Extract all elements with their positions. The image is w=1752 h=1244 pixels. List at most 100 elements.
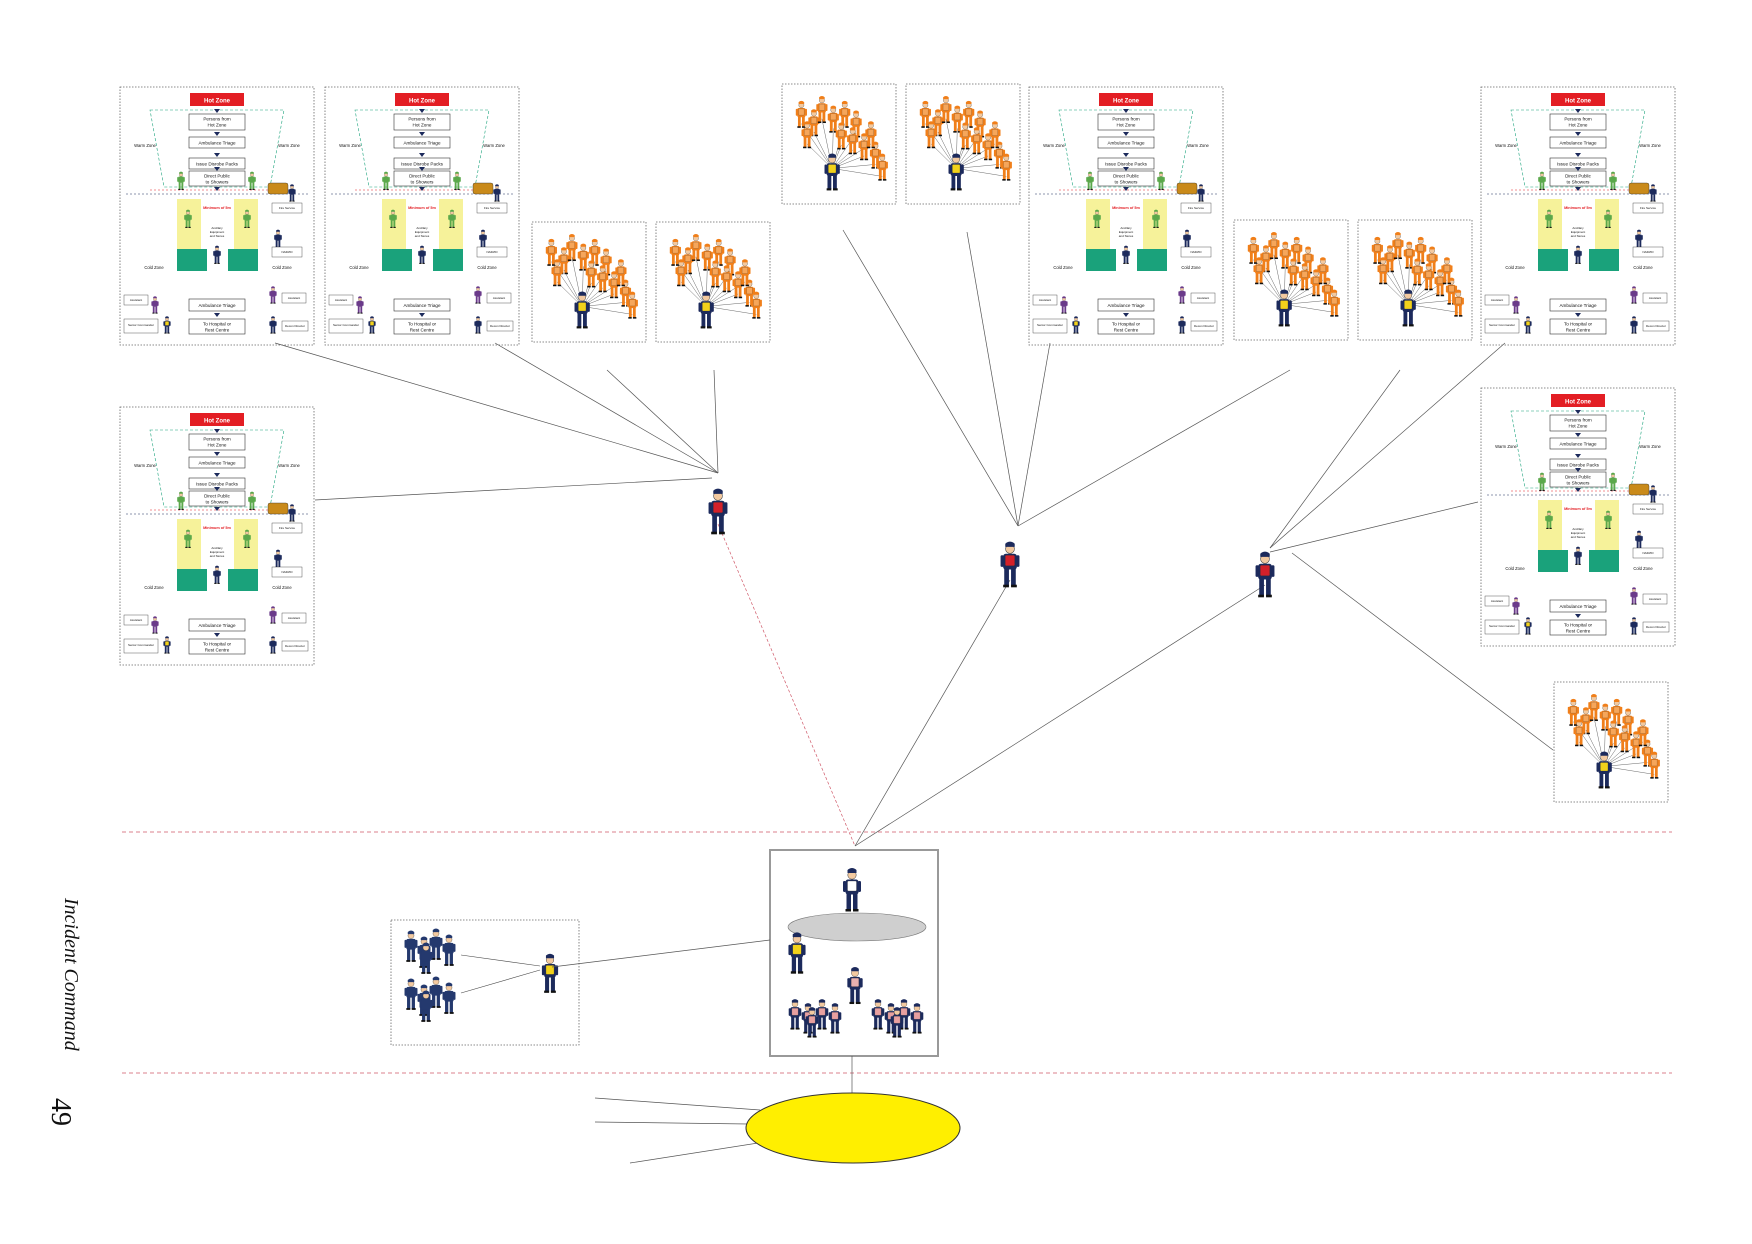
flow-arrow-icon (1575, 410, 1581, 414)
crew-member-icon (709, 260, 721, 288)
command-link (854, 579, 1011, 847)
casualty-icon (184, 529, 192, 548)
svg-text:Rest Centre: Rest Centre (205, 648, 230, 653)
crew-member-icon (1423, 263, 1435, 291)
command-link (1017, 369, 1291, 527)
crew-member-icon (721, 265, 733, 293)
info-tag (486, 292, 512, 304)
flow-step-box (1549, 599, 1607, 613)
crew-member-icon (919, 100, 931, 128)
teal-unit-right (433, 249, 463, 271)
officer-icon (1178, 286, 1186, 304)
svg-text:Cold Zone: Cold Zone (349, 265, 369, 270)
crew-member-icon (858, 133, 870, 161)
teal-unit-right (1137, 249, 1167, 271)
svg-text:to Showers: to Showers (206, 180, 230, 185)
officer-icon (1524, 316, 1532, 334)
crew-member-icon (577, 243, 589, 271)
crew-member-icon (675, 259, 687, 287)
svg-text:Senior Commander: Senior Commander (128, 323, 154, 327)
svg-text:Warm Zone: Warm Zone (134, 463, 156, 468)
flow-arrow-icon (1575, 488, 1581, 492)
decon-panel-frame (119, 86, 315, 346)
casualty-icon (448, 209, 456, 228)
info-tag (123, 318, 159, 334)
command-link (629, 1142, 759, 1164)
svg-text:Ambulance Triage: Ambulance Triage (1559, 442, 1596, 447)
officer-icon (1060, 296, 1068, 314)
flow-arrow-icon (1575, 132, 1581, 136)
command-link (594, 1097, 761, 1111)
crew-member-icon (429, 976, 443, 1008)
svg-text:Ancillary: Ancillary (1572, 527, 1584, 531)
info-tag (1642, 621, 1670, 633)
svg-text:Ancillary: Ancillary (1572, 226, 1584, 230)
crew-member-icon (1441, 257, 1453, 285)
crew-member-icon (951, 105, 963, 133)
flow-step-box (188, 318, 246, 335)
crew-member-icon (839, 100, 851, 128)
flow-arrow-icon (1123, 187, 1129, 191)
crew-member-icon (940, 96, 952, 124)
svg-text:Hot Zone: Hot Zone (413, 123, 432, 128)
svg-text:NAIR/ID: NAIR/ID (1642, 551, 1654, 555)
crew-member-icon (1377, 257, 1389, 285)
svg-text:Equipment: Equipment (415, 230, 430, 234)
teal-unit-right (1589, 249, 1619, 271)
svg-text:Ambulance Triage: Ambulance Triage (1559, 604, 1596, 609)
incident-commander-icon (843, 868, 861, 912)
svg-text:Warm Zone: Warm Zone (278, 463, 300, 468)
svg-text:Cold Zone: Cold Zone (1633, 265, 1653, 270)
svg-text:Cold Zone: Cold Zone (144, 585, 164, 590)
casualty-icon (1538, 472, 1546, 491)
vehicle-icon (1628, 483, 1650, 496)
svg-text:to Showers: to Showers (206, 500, 230, 505)
command-link (606, 369, 719, 474)
info-tag (328, 294, 354, 306)
svg-text:Warm Zone: Warm Zone (1495, 444, 1517, 449)
svg-text:Issue Disrobe Packs: Issue Disrobe Packs (401, 162, 444, 167)
flow-step-box (1549, 437, 1607, 450)
casualty-icon (1093, 209, 1101, 228)
info-tag (1190, 292, 1216, 304)
svg-text:Assistant: Assistant (1491, 599, 1503, 603)
officer-icon (1630, 587, 1638, 605)
vehicle-icon (1176, 182, 1198, 195)
svg-text:Issue Disrobe Packs: Issue Disrobe Packs (196, 162, 239, 167)
officer-icon (1649, 485, 1657, 503)
svg-text:Assistant: Assistant (493, 296, 505, 300)
svg-text:Assistant: Assistant (1491, 298, 1503, 302)
officer-icon (1630, 286, 1638, 304)
flow-arrow-icon (1123, 153, 1129, 157)
flow-step-box (1549, 414, 1607, 432)
svg-text:Warm Zone: Warm Zone (483, 143, 505, 148)
svg-text:Ambulance Triage: Ambulance Triage (1559, 141, 1596, 146)
flow-arrow-icon (1575, 153, 1581, 157)
command-link (966, 231, 1019, 527)
casualty-icon (243, 209, 251, 228)
info-tag (1484, 294, 1510, 306)
command-link (594, 1121, 749, 1125)
crew-member-icon (1630, 731, 1642, 759)
flow-arrow-icon (1575, 614, 1581, 618)
info-tag (271, 246, 303, 258)
casualty-icon (1545, 209, 1553, 228)
crew-member-icon (1287, 258, 1299, 286)
flow-arrow-icon (419, 132, 425, 136)
info-tag (123, 614, 149, 626)
casualty-icon (1545, 510, 1553, 529)
info-tag (1484, 595, 1510, 607)
casualty-icon (177, 491, 185, 510)
crew-panel (531, 221, 647, 343)
officer-icon (1630, 316, 1638, 334)
flow-step-box (393, 113, 451, 131)
svg-text:Direct Public: Direct Public (409, 174, 435, 179)
flow-arrow-icon (1575, 109, 1581, 113)
crew-member-icon (1637, 719, 1649, 747)
svg-text:Senior Commander: Senior Commander (128, 643, 154, 647)
crew-member-icon (713, 238, 725, 266)
